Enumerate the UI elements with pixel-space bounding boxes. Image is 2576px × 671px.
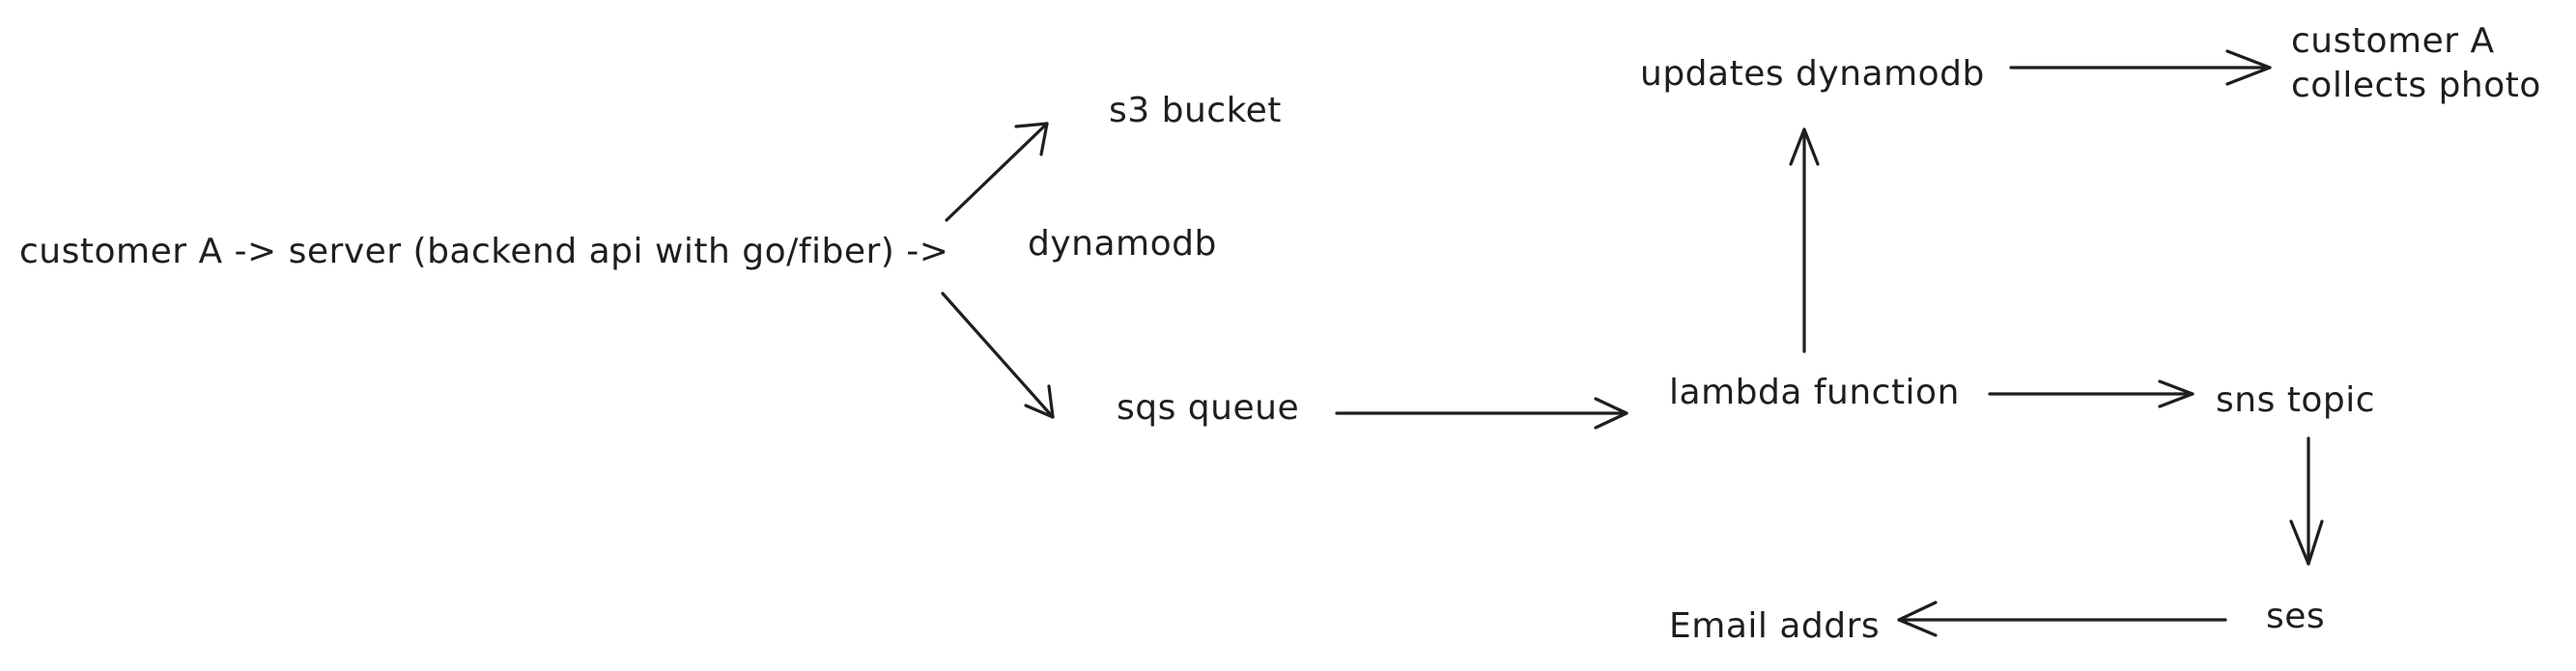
arrow-sns-to-ses: [2289, 436, 2324, 566]
arrow-ses-to-email: [1897, 601, 2227, 637]
node-lambda-function: lambda function: [1669, 373, 1960, 412]
node-s3-bucket: s3 bucket: [1109, 91, 1282, 130]
arrow-lambda-to-updates-dynamodb: [1789, 127, 1820, 353]
node-customer-server: customer A -> server (backend api with g…: [19, 232, 949, 271]
node-sns-topic: sns topic: [2216, 380, 2376, 420]
node-customer-collects-photo: customer A collects photo: [2291, 21, 2541, 105]
arrow-lambda-to-sns: [1988, 379, 2194, 408]
node-ses: ses: [2266, 597, 2326, 636]
arrow-server-to-sqs: [941, 292, 1055, 419]
node-updates-dynamodb: updates dynamodb: [1640, 54, 1985, 94]
arrow-updates-to-customer: [2009, 49, 2272, 86]
node-sqs-queue: sqs queue: [1117, 388, 1300, 428]
arrow-sqs-to-lambda: [1335, 397, 1628, 430]
node-dynamodb: dynamodb: [1028, 224, 1217, 264]
arrow-server-to-s3: [945, 122, 1049, 222]
node-email-addrs: Email addrs: [1669, 606, 1881, 646]
